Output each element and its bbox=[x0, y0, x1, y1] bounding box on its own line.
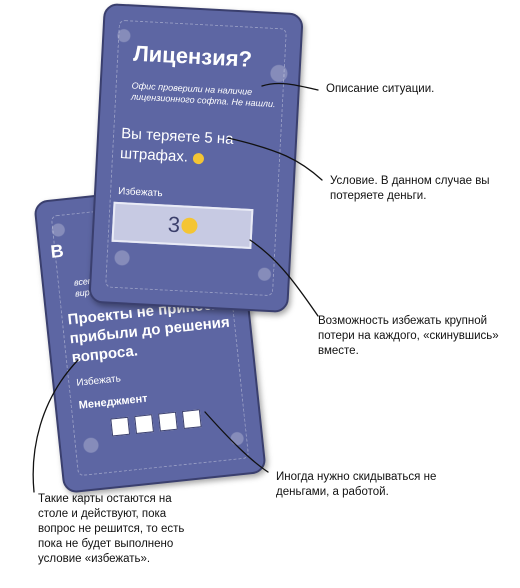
card-front: Лицензия? Офис проверили на наличие лице… bbox=[88, 2, 304, 314]
card-back-corner-letter: В bbox=[49, 240, 65, 262]
card-front-condition: Вы теряете 5 на штрафах. bbox=[120, 124, 282, 172]
work-slot bbox=[110, 416, 131, 437]
coin-icon bbox=[192, 152, 205, 164]
work-slot bbox=[181, 409, 202, 429]
card-front-condition-text: Вы теряете 5 на штрафах. bbox=[119, 125, 234, 166]
card-front-avoid-label: Избежать bbox=[117, 185, 163, 200]
work-slot bbox=[134, 414, 154, 434]
annotation-avoid: Возможность избежать крупной потери на к… bbox=[318, 315, 499, 357]
annotation-condition: Условие. В данном случае вы потеряете де… bbox=[330, 175, 490, 202]
annotation-work: Иногда нужно скидываться не деньгами, а … bbox=[276, 471, 437, 498]
card-front-avoid-box: 3 bbox=[111, 201, 254, 250]
coin-icon bbox=[180, 217, 198, 235]
work-slot bbox=[158, 411, 178, 432]
annotation-situation: Описание ситуации. bbox=[326, 83, 435, 95]
card-front-avoid-value: 3 bbox=[167, 211, 181, 238]
annotation-persist: Такие карты остаются на столе и действую… bbox=[38, 493, 185, 565]
